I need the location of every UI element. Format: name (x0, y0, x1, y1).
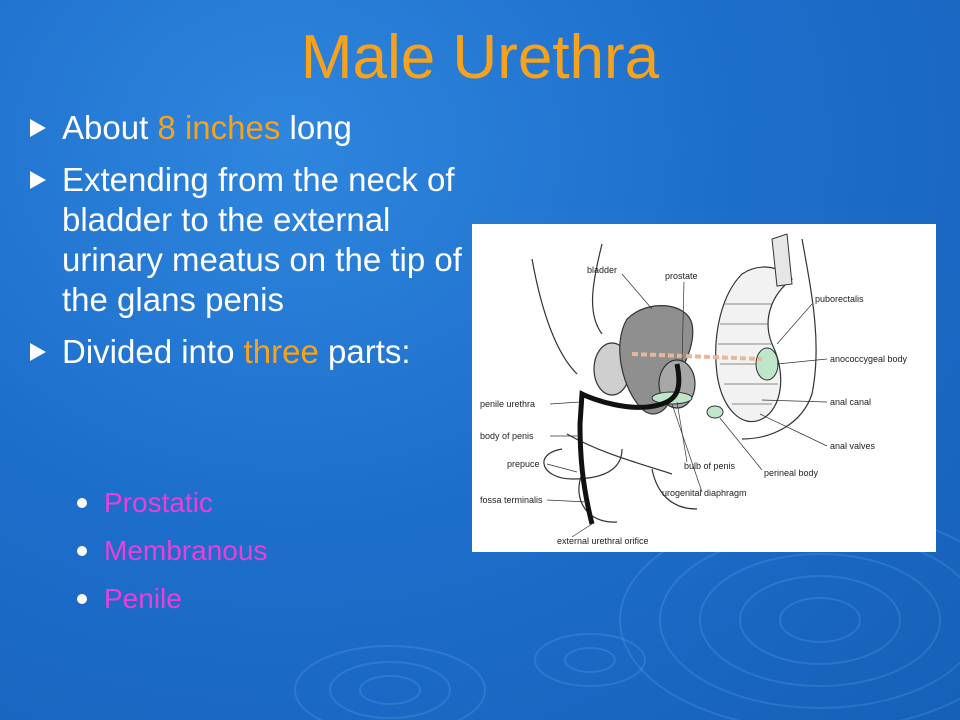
urethra-diagram: bladder prostate puborectalis anococcyge… (480, 233, 908, 546)
sub-bullet-prostatic: Prostatic (74, 486, 267, 520)
label-prepuce: prepuce (507, 459, 540, 469)
sub-bullet-penile: Penile (74, 582, 267, 616)
label-fossa-terminalis: fossa terminalis (480, 495, 543, 505)
sub-bullet-text: Membranous (104, 535, 268, 566)
slide-title: Male Urethra (300, 23, 660, 92)
urethra-path (577, 363, 682, 525)
bullet-text: Divided into (62, 333, 244, 370)
label-body-of-penis: body of penis (480, 431, 534, 441)
bullet-highlight: 8 inches (157, 109, 281, 146)
label-prostate: prostate (665, 271, 698, 281)
anatomy-figure: bladder prostate puborectalis anococcyge… (472, 224, 936, 552)
label-urogenital-diaphragm: urogenital diaphragm (662, 488, 747, 498)
connector-line (631, 352, 763, 361)
sub-bullet-text: Prostatic (104, 487, 213, 518)
bullet-text: long (280, 109, 352, 146)
label-anal-valves: anal valves (830, 441, 876, 451)
bullet-extent: Extending from the neck of bladder to th… (30, 160, 470, 320)
bullet-text: Extending from the neck of bladder to th… (62, 161, 462, 318)
bullet-highlight: three (243, 333, 319, 370)
label-bulb-of-penis: bulb of penis (684, 461, 736, 471)
dot-bullet-icon (77, 594, 87, 604)
bullet-parts: Divided into three parts: (30, 332, 470, 372)
bullet-text: About (62, 109, 158, 146)
sub-bullet-membranous: Membranous (74, 534, 267, 568)
arrow-bullet-icon (30, 171, 46, 189)
dot-bullet-icon (77, 498, 87, 508)
sacrum-shape (771, 233, 793, 287)
arrow-bullet-icon (30, 343, 46, 361)
sub-bullet-list: Prostatic Membranous Penile (74, 486, 267, 630)
label-penile-urethra: penile urethra (480, 399, 535, 409)
arrow-bullet-icon (30, 119, 46, 137)
label-anal-canal: anal canal (830, 397, 871, 407)
label-perineal-body: perineal body (764, 468, 819, 478)
bullet-length: About 8 inches long (30, 108, 470, 148)
bullet-list: About 8 inches long Extending from the n… (30, 108, 470, 384)
label-anococcygeal-body: anococcygeal body (830, 354, 908, 364)
sub-bullet-text: Penile (104, 583, 182, 614)
dot-bullet-icon (77, 546, 87, 556)
anococcygeal-body-shape (755, 347, 779, 381)
label-bladder: bladder (587, 265, 617, 275)
perineal-body-shape (706, 405, 724, 419)
bullet-text: parts: (318, 333, 411, 370)
label-puborectalis: puborectalis (815, 294, 864, 304)
label-external-urethral-orifice: external urethral orifice (557, 536, 649, 546)
